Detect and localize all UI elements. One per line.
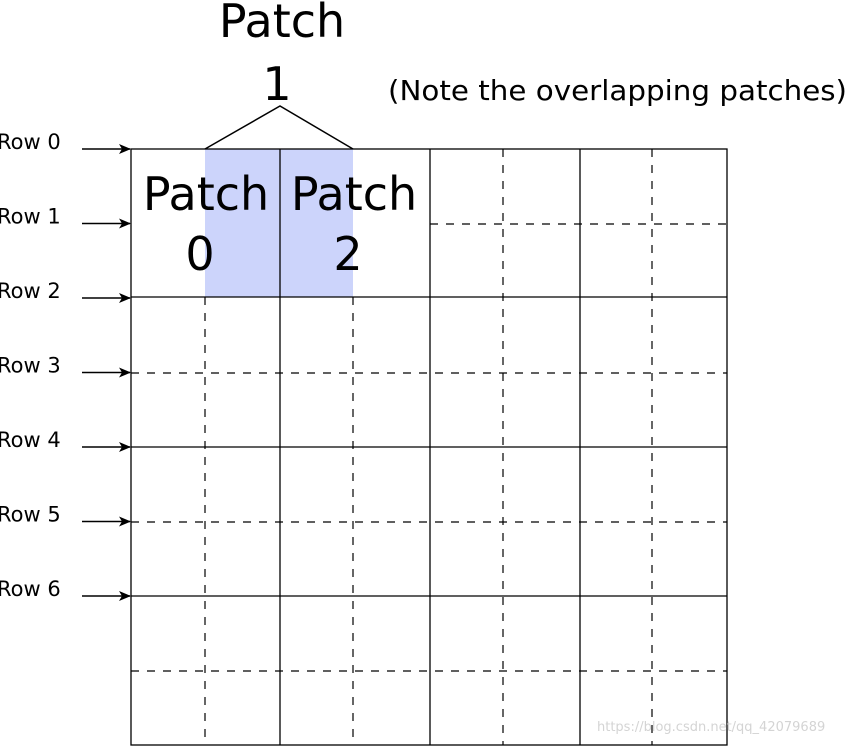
patch-1-label-number: 1 [262,57,291,111]
patch-0-label-word: Patch [143,167,269,221]
patch-0-label-number: 0 [185,227,214,281]
patch-1-highlight [205,149,353,297]
row-label: Row 0 [0,130,61,154]
row-label: Row 1 [0,205,61,229]
dashed-grid [131,149,727,745]
overlap-note: (Note the overlapping patches) [388,74,847,107]
main-grid [130,148,728,746]
patch-2-label-word: Patch [291,167,417,221]
row-label: Row 6 [0,577,61,601]
row-label: Row 5 [0,503,61,527]
patch-1-label-word: Patch [219,0,345,48]
row-label: Row 4 [0,428,61,452]
row-label: Row 2 [0,279,61,303]
row-labels: Row 0 Row 1 Row 2 Row 3 Row 4 Row 5 Row 6 [0,130,131,601]
row-label: Row 3 [0,354,61,378]
patch-1-bracket [204,105,354,150]
patch-2-label-number: 2 [333,227,362,281]
watermark: https://blog.csdn.net/qq_42079689 [597,720,825,735]
